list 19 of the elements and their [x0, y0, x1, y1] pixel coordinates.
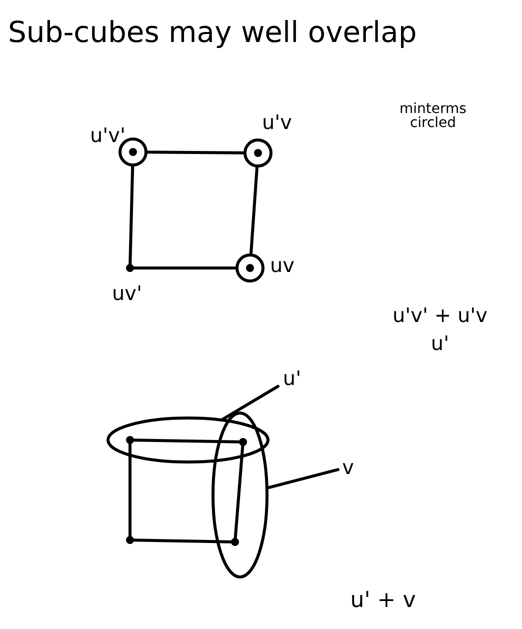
- cube-edge: [128, 164, 134, 266]
- cube-edge: [132, 266, 238, 270]
- cube-edge: [132, 538, 232, 544]
- vertex-label: u'v: [262, 112, 292, 132]
- vertex-label: u'v': [90, 125, 126, 145]
- cube-edge: [234, 444, 244, 540]
- term-label: v: [336, 454, 360, 480]
- cube-edge: [144, 150, 246, 154]
- cube-edge: [132, 438, 240, 444]
- leader-line: [220, 384, 280, 422]
- term-label: u': [276, 362, 308, 394]
- note: u' + v: [350, 590, 416, 612]
- note: u': [430, 333, 450, 353]
- vertex-label: uv': [112, 283, 142, 303]
- note: minterms circled: [398, 102, 468, 130]
- vertex-label: uv: [270, 255, 295, 275]
- title: Sub-cubes may well overlap: [8, 18, 417, 47]
- cube-edge: [128, 442, 132, 538]
- note: u'v' + u'v: [392, 305, 488, 325]
